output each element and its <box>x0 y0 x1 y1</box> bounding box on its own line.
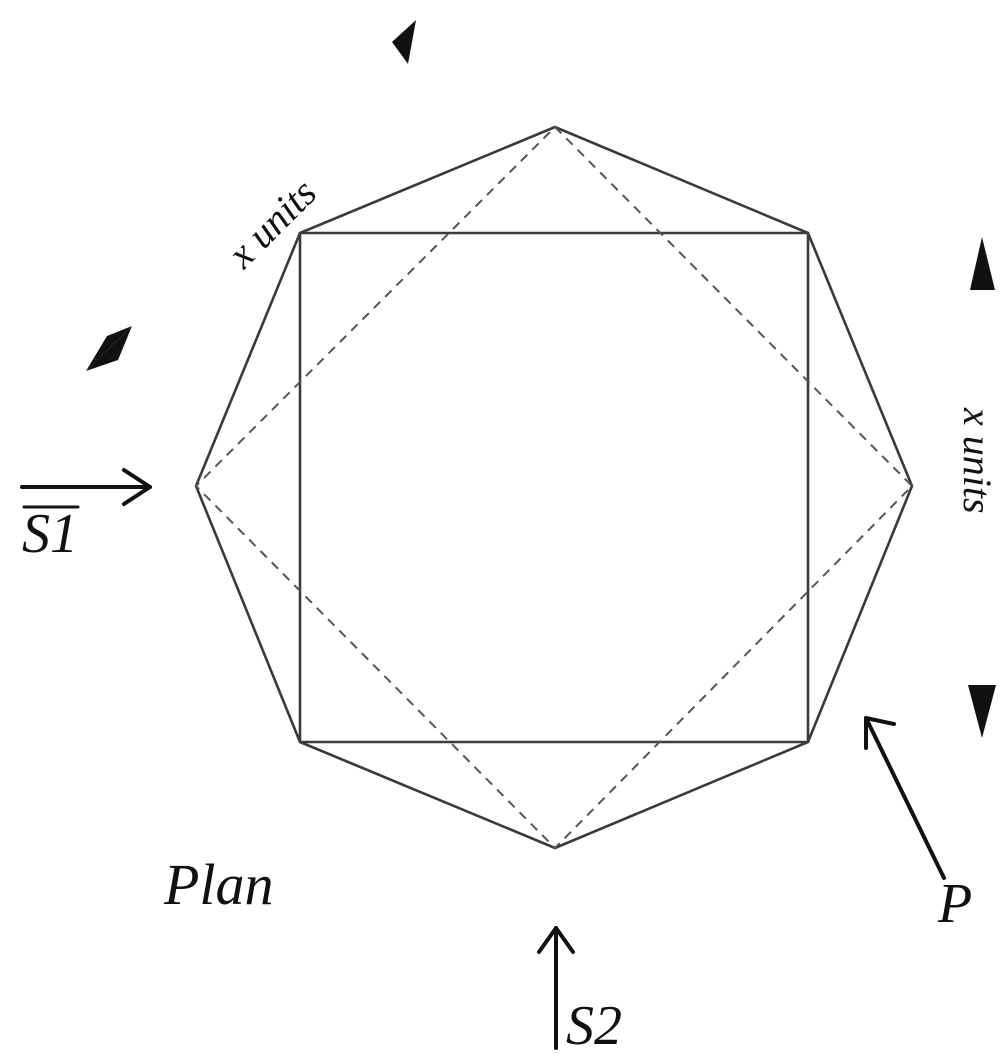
s1-arrow-icon <box>20 468 152 506</box>
s2-arrow-icon <box>537 926 575 1050</box>
s1-label: S1 <box>22 503 78 565</box>
p-label: P <box>937 873 972 935</box>
dimension-marker-right-bottom-icon <box>968 685 996 738</box>
dimension-marker-top-icon <box>392 20 416 64</box>
dimension-label-right: x units <box>955 407 1000 514</box>
dimension-marker-right-top-icon <box>970 237 995 290</box>
dimension-marker-left-fill-icon <box>86 326 132 371</box>
s2-label: S2 <box>566 995 622 1057</box>
dimension-label-top-left: x units <box>218 170 325 277</box>
inner-square <box>298 231 810 744</box>
plan-label: Plan <box>163 852 274 917</box>
octagon-outline <box>194 125 914 850</box>
dashed-diamond <box>194 125 914 850</box>
p-arrow-icon <box>864 716 946 880</box>
